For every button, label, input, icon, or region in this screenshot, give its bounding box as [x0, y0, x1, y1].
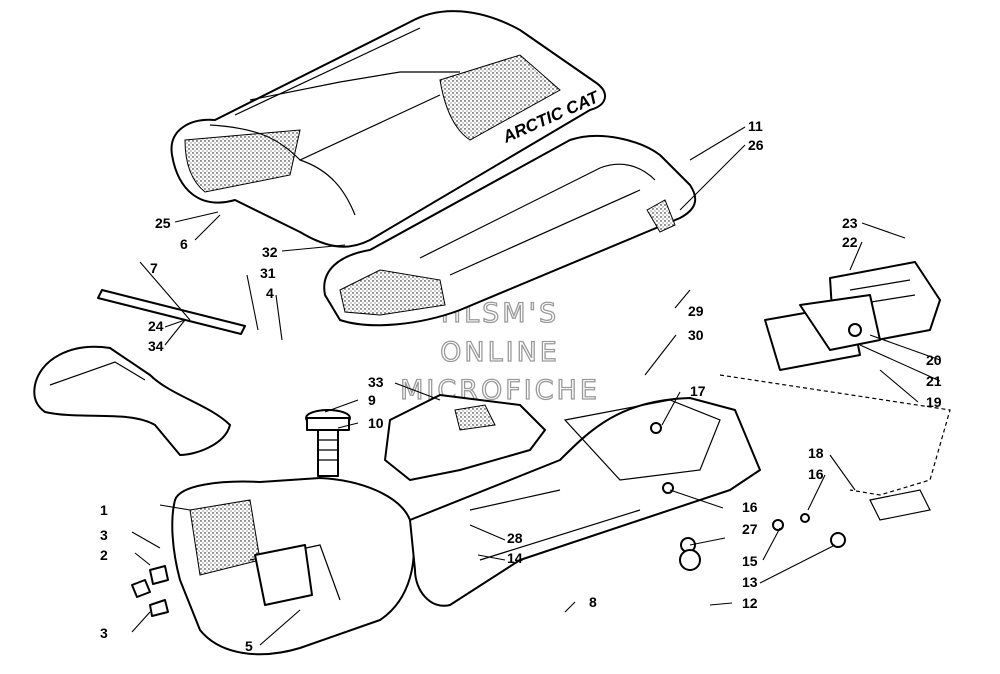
- watermark-line-2: ONLINE: [440, 337, 560, 368]
- callout-30: 30: [688, 327, 704, 343]
- callout-21: 21: [926, 373, 942, 389]
- callout-15: 15: [742, 553, 758, 569]
- callout-33: 33: [368, 374, 384, 390]
- callout-10: 10: [368, 415, 384, 431]
- callout-17: 17: [690, 383, 706, 399]
- callout-8: 8: [589, 594, 597, 610]
- callout-11: 11: [748, 118, 763, 134]
- leader-lines: [131, 126, 941, 646]
- callout-22: 22: [842, 234, 858, 250]
- callout-7: 7: [150, 260, 158, 276]
- callout-26: 26: [748, 137, 764, 153]
- fuel-tank: [171, 477, 415, 656]
- callout-2: 2: [100, 547, 108, 563]
- callouts: 1 2 3 3 4 5 6 7 8 9 10 11 12 13 14 15 16…: [100, 118, 942, 654]
- callout-24: 24: [148, 318, 164, 334]
- watermark: HLSM'S ONLINE MICROFICHE: [399, 297, 597, 406]
- callout-18: 18: [808, 445, 824, 461]
- callout-31: 31: [260, 265, 276, 281]
- callout-32: 32: [262, 244, 278, 260]
- callout-23: 23: [842, 215, 858, 231]
- callout-9: 9: [368, 392, 376, 408]
- seat-foam: [323, 134, 697, 327]
- taillight-assembly: [764, 261, 941, 371]
- callout-3-upper: 3: [100, 527, 108, 543]
- callout-5: 5: [245, 638, 253, 654]
- callout-19: 19: [926, 394, 942, 410]
- seat-base: [409, 397, 761, 607]
- callout-14: 14: [507, 550, 523, 566]
- callout-1: 1: [100, 502, 108, 518]
- wire-harness: [719, 374, 951, 521]
- callout-12: 12: [742, 595, 758, 611]
- callout-16-right: 16: [808, 466, 824, 482]
- gas-cap: [305, 409, 351, 477]
- tank-cover: [384, 394, 546, 481]
- callout-6: 6: [180, 236, 188, 252]
- callout-3-lower: 3: [100, 625, 108, 641]
- rod: [97, 289, 246, 335]
- callout-27: 27: [742, 521, 758, 537]
- callout-25: 25: [155, 215, 171, 231]
- hardware: [131, 422, 846, 617]
- callout-34: 34: [148, 338, 164, 354]
- callout-20: 20: [926, 352, 942, 368]
- callout-28: 28: [507, 530, 523, 546]
- grab-strap: [33, 345, 231, 456]
- callout-13: 13: [742, 574, 758, 590]
- callout-4: 4: [266, 285, 274, 301]
- callout-29: 29: [688, 303, 704, 319]
- callout-16-left: 16: [742, 499, 758, 515]
